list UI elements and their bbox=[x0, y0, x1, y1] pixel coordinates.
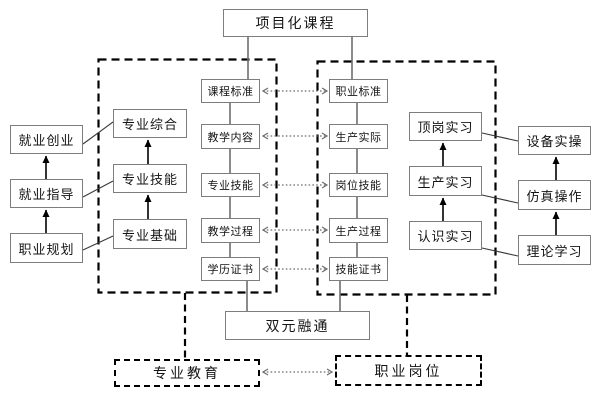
node-occupation-standard: 职业标准 bbox=[329, 79, 388, 103]
dashed-frames bbox=[97, 58, 497, 296]
dotted-double-arrows bbox=[263, 91, 332, 372]
node-theory-learning: 理论学习 bbox=[518, 235, 591, 265]
node-major-foundation: 专业基础 bbox=[113, 219, 187, 249]
dashed-connectors bbox=[183, 293, 409, 359]
node-curriculum-standard: 课程标准 bbox=[201, 79, 260, 103]
node-skill-certificate: 技能证书 bbox=[329, 257, 388, 281]
node-project-curriculum: 项目化课程 bbox=[223, 9, 368, 37]
node-production-process: 生产过程 bbox=[329, 218, 388, 243]
node-diploma-certificate: 学历证书 bbox=[201, 257, 260, 281]
node-major-education: 专业教育 bbox=[114, 359, 260, 387]
node-production-reality: 生产实际 bbox=[329, 124, 388, 149]
node-employment-guidance: 就业指导 bbox=[10, 179, 83, 208]
up-arrows bbox=[42, 139, 560, 235]
node-cognition-internship: 认识实习 bbox=[409, 221, 482, 250]
node-post-skills: 岗位技能 bbox=[329, 173, 388, 197]
node-major-skills: 专业技能 bbox=[113, 164, 187, 193]
node-employment-entrepreneurship: 就业创业 bbox=[10, 125, 83, 154]
node-major-comprehensive: 专业综合 bbox=[113, 109, 187, 138]
node-teaching-content: 教学内容 bbox=[201, 124, 260, 149]
dashed-frame-enterprise bbox=[316, 60, 497, 296]
node-equipment-operation: 设备实操 bbox=[518, 126, 591, 155]
node-professional-skills: 专业技能 bbox=[201, 173, 260, 197]
node-post-internship: 顶岗实习 bbox=[409, 112, 482, 141]
node-simulation-operation: 仿真操作 bbox=[518, 180, 591, 210]
dashed-frame-school bbox=[97, 58, 278, 294]
node-occupation-post: 职业岗位 bbox=[335, 355, 482, 386]
node-production-internship: 生产实习 bbox=[409, 166, 482, 196]
node-dual-integration: 双元融通 bbox=[225, 311, 370, 340]
node-teaching-process: 教学过程 bbox=[201, 218, 260, 243]
solid-connectors bbox=[229, 37, 358, 311]
node-career-planning: 职业规划 bbox=[10, 233, 83, 263]
diagonal-connectors bbox=[82, 121, 519, 257]
